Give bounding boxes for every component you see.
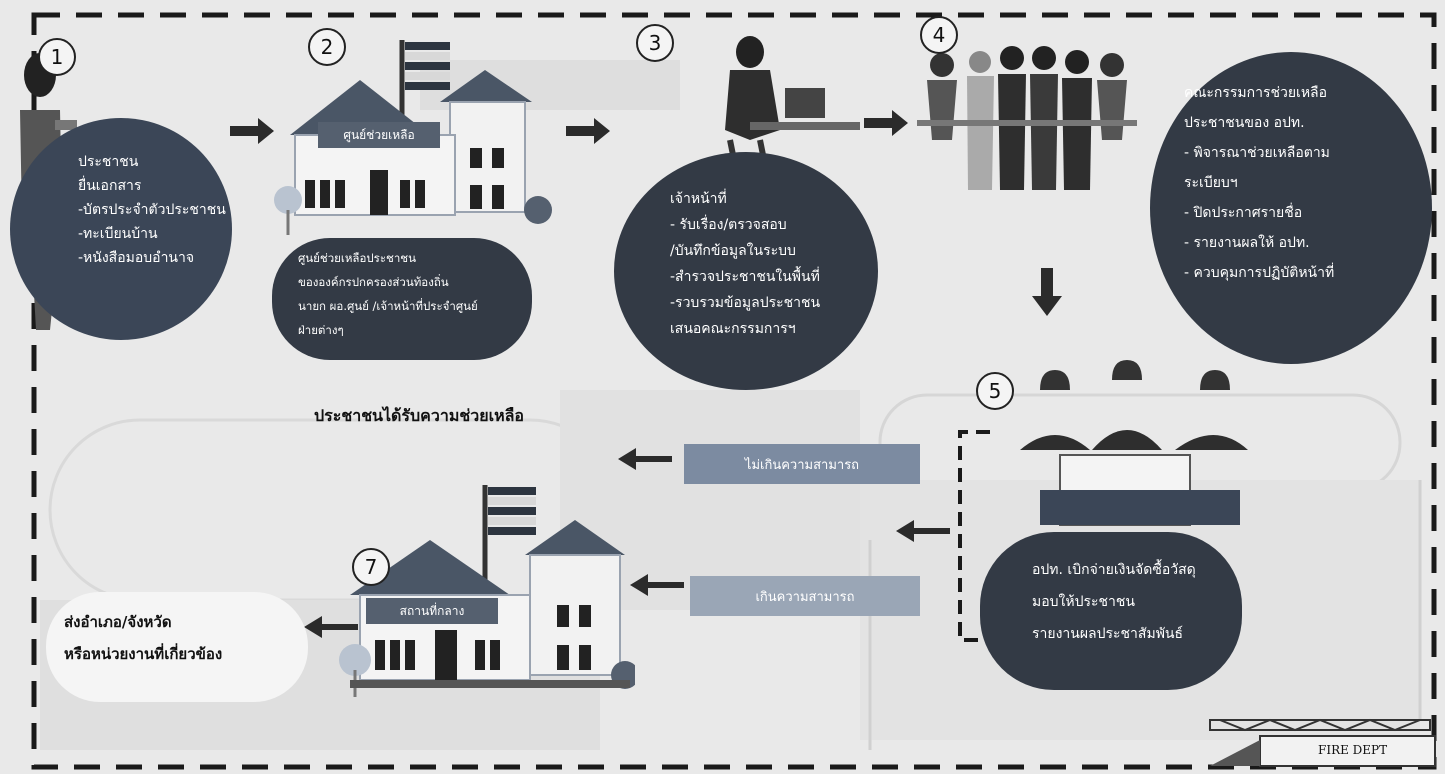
label-not-exceed: ไม่เกินความสามารถ: [684, 444, 920, 484]
step4-line: - รายงานผลให้ อปท.: [1184, 235, 1310, 251]
step2-line: ขององค์กรปกครองส่วนท้องถิ่น: [298, 275, 449, 289]
arrow-left-icon: [618, 448, 672, 470]
step3-line: /บันทึกข้อมูลในระบบ: [670, 243, 796, 259]
step2-line: ศูนย์ช่วยเหลือประชาชน: [298, 251, 416, 265]
step4-line: ระเบียบฯ: [1184, 175, 1238, 191]
arrow-down-icon: [1032, 268, 1062, 316]
step1-line: -ทะเบียนบ้าน: [78, 226, 158, 242]
step1-line: ประชาชน: [78, 154, 139, 170]
officers-desk-icon: [1020, 360, 1248, 526]
step3-line: -สำรวจประชาชนในพื้นที่: [670, 269, 820, 285]
step2-box: ศูนย์ช่วยเหลือประชาชน ขององค์กรปกครองส่ว…: [272, 238, 532, 360]
step3-circle: เจ้าหน้าที่ - รับเรื่อง/ตรวจสอบ /บันทึกข…: [614, 152, 878, 390]
step5-line: มอบให้ประชาชน: [1032, 594, 1135, 610]
arrow-right-icon: [566, 118, 610, 144]
fire-dept-text: FIRE DEPT: [1318, 743, 1388, 757]
arrow-left-icon: [304, 616, 358, 638]
arrow-right-icon: [230, 118, 274, 144]
arrow-left-icon: [896, 520, 950, 542]
step-number: 3: [636, 24, 674, 62]
committee-people-icon: [917, 46, 1137, 190]
step3-line: -รวบรวมข้อมูลประชาชน: [670, 295, 821, 311]
step4-line: - พิจารณาช่วยเหลือตาม: [1184, 145, 1330, 161]
step1-line: -หนังสือมอบอำนาจ: [78, 250, 195, 266]
step5-line: รายงานผลประชาสัมพันธ์: [1032, 626, 1184, 642]
step-number: 4: [920, 16, 958, 54]
bracket-line: [958, 430, 990, 642]
step1-line: -บัตรประจำตัวประชาชน: [78, 202, 226, 218]
step2-sign: ศูนย์ช่วยเหลือ: [318, 122, 440, 148]
building-icon: [339, 485, 635, 697]
step2-line: ฝ่ายต่างๆ: [298, 323, 344, 337]
step7-line: ส่งอำเภอ/จังหวัด: [64, 613, 172, 631]
step7-oval: ส่งอำเภอ/จังหวัด หรือหน่วยงานที่เกี่ยวข้…: [46, 592, 308, 702]
step-number: 2: [308, 28, 346, 66]
step4-line: - ปิดประกาศรายชื่อ: [1184, 205, 1303, 221]
step-number: 7: [352, 548, 390, 586]
label-exceed: เกินความสามารถ: [690, 576, 920, 616]
step5-line: อปท. เบิกจ่ายเงินจัดซื้อวัสดุ: [1032, 562, 1196, 578]
step7-sign: สถานที่กลาง: [366, 598, 498, 624]
step2-line: นายก ผอ.ศูนย์ /เจ้าหน้าที่ประจำศูนย์: [298, 299, 478, 313]
step-number: 5: [976, 372, 1014, 410]
step4-circle: คณะกรรมการช่วยเหลือ ประชาชนของ อปท. - พิ…: [1150, 52, 1432, 364]
step5-box: อปท. เบิกจ่ายเงินจัดซื้อวัสดุ มอบให้ประช…: [980, 532, 1242, 690]
step4-line: คณะกรรมการช่วยเหลือ: [1184, 85, 1328, 101]
step3-line: - รับเรื่อง/ตรวจสอบ: [670, 217, 787, 233]
building-icon: [274, 40, 552, 235]
step-number: 1: [38, 38, 76, 76]
arrow-right-icon: [864, 110, 908, 136]
step4-line: ประชาชนของ อปท.: [1184, 115, 1305, 131]
step7-line: หรือหน่วยงานที่เกี่ยวข้อง: [64, 645, 223, 663]
fire-truck-logo: [1209, 718, 1436, 767]
step4-line: - ควบคุมการปฏิบัติหน้าที่: [1184, 265, 1335, 281]
step3-line: เจ้าหน้าที่: [670, 191, 727, 207]
step3-line: เสนอคณะกรรมการฯ: [670, 321, 796, 337]
step1-circle: ประชาชน ยื่นเอกสาร -บัตรประจำตัวประชาชน …: [10, 118, 232, 340]
result-text: ประชาชนได้รับความช่วยเหลือ: [314, 406, 525, 425]
step1-line: ยื่นเอกสาร: [78, 178, 142, 194]
arrow-left-icon: [630, 574, 684, 596]
